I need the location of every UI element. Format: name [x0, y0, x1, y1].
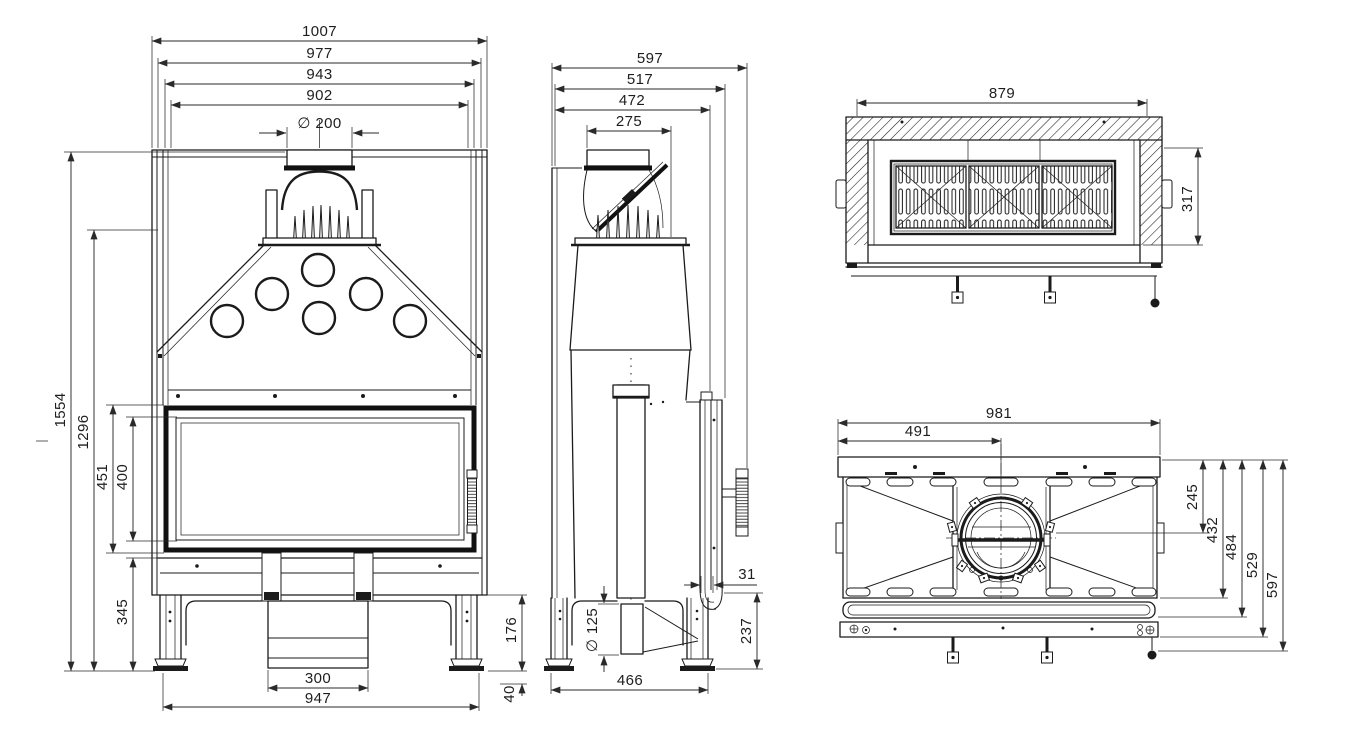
dim-front-1296: 1296 [75, 415, 92, 450]
dim-plan-245: 245 [1184, 484, 1201, 510]
dim-side-275: 275 [616, 113, 642, 130]
top-grate-panel-3 [1041, 165, 1113, 229]
front-collar-fins [293, 204, 350, 242]
dim-front-345: 345 [114, 599, 131, 625]
dim-plan-484: 484 [1223, 534, 1240, 560]
top-dimensions: 879 317 [856, 85, 1203, 246]
top-mounting-bolts [951, 276, 1160, 308]
dim-side-31: 31 [738, 566, 756, 583]
top-handle-right [1161, 179, 1173, 209]
side-door-assembly [699, 391, 749, 610]
plan-flue-spigot [946, 444, 1056, 599]
dim-top-879: 879 [989, 85, 1015, 102]
dim-side-466: 466 [617, 672, 643, 689]
dim-plan-597: 597 [1264, 572, 1281, 598]
side-dimensions: 597 517 472 275 ∅ 125 31 237 466 [550, 50, 763, 694]
side-skirt-left [571, 600, 618, 646]
dim-front-176: 176 [503, 617, 520, 643]
dim-front-40: 40 [501, 685, 518, 703]
side-legs [544, 597, 715, 671]
top-view: 879 317 [835, 85, 1203, 308]
side-body [551, 149, 701, 600]
side-hood-rear-edge [682, 244, 692, 351]
plan-handle-right [1156, 522, 1165, 554]
dim-front-400: 400 [114, 464, 131, 490]
plan-front-frame-band [839, 621, 1159, 638]
dim-front-943: 943 [306, 66, 332, 83]
dim-side-237: 237 [738, 618, 755, 644]
side-collar-fins [596, 204, 660, 241]
dim-front-947: 947 [305, 690, 331, 707]
front-flue-collar [258, 120, 381, 247]
front-view: 1007 977 943 902 ∅ 200 1554 1296 451 400… [36, 23, 527, 711]
dim-side-ash-diameter: ∅ 125 [584, 608, 601, 652]
side-hood-front-edge [569, 244, 579, 351]
plan-vent-tabs [845, 477, 1157, 597]
front-door [163, 405, 478, 553]
front-door-latch-spring [467, 477, 477, 526]
dim-plan-491: 491 [905, 423, 931, 440]
plan-spigot-clamps [946, 496, 1056, 584]
plan-handle-left [835, 522, 844, 554]
side-ash-duct [620, 603, 644, 655]
plan-frame-fasteners [849, 624, 1155, 636]
top-insulation-front [846, 117, 1162, 140]
side-view: 597 517 472 275 ∅ 125 31 237 466 [544, 50, 763, 694]
top-grate-panel-2 [968, 165, 1040, 229]
dim-front-902: 902 [306, 87, 332, 104]
top-grate-panel-1 [895, 165, 967, 229]
dim-front-1007: 1007 [302, 23, 337, 40]
dim-top-317: 317 [1179, 186, 1196, 212]
plan-mounting-bolts [947, 637, 1157, 664]
dim-plan-432: 432 [1204, 517, 1221, 543]
top-insulation-right [1140, 140, 1162, 245]
dim-front-flue-diameter: ∅ 200 [297, 115, 341, 132]
front-door-frame [163, 405, 477, 553]
front-skirt-right [372, 600, 452, 646]
front-dimensions: 1007 977 943 902 ∅ 200 1554 1296 451 400… [52, 23, 527, 711]
top-grate [889, 159, 1117, 236]
front-hood-holes [209, 252, 428, 339]
dim-front-977: 977 [306, 45, 332, 62]
dim-side-597: 597 [637, 50, 663, 67]
top-insulation-left [846, 140, 868, 245]
dim-front-451: 451 [94, 464, 111, 490]
front-collar-plate-left [265, 189, 278, 244]
plan-dimensions: 981 491 245 432 484 529 597 [837, 405, 1288, 652]
front-hood [156, 244, 483, 358]
side-door-handle [735, 477, 749, 528]
dim-front-1554: 1554 [52, 393, 69, 428]
side-center-column [616, 384, 646, 599]
dim-side-517: 517 [627, 71, 653, 88]
plan-rear-band [837, 456, 1161, 478]
front-legs [153, 594, 484, 671]
side-skirt-right [644, 600, 684, 646]
side-flue-collar [586, 149, 650, 167]
side-damper-plate [594, 163, 669, 234]
dim-side-472: 472 [619, 92, 645, 109]
front-collar-plate-right [361, 189, 374, 244]
dim-plan-529: 529 [1244, 552, 1261, 578]
front-skirt-left [185, 600, 263, 646]
front-ash-panel [267, 600, 369, 669]
dim-front-300: 300 [305, 670, 331, 687]
front-door-glass [175, 417, 465, 541]
front-base [151, 552, 488, 669]
top-handle-left [835, 179, 847, 209]
plan-front-glass-band [842, 601, 1156, 619]
dim-plan-981: 981 [986, 405, 1012, 422]
plan-view: 981 491 245 432 484 529 597 [835, 405, 1288, 664]
